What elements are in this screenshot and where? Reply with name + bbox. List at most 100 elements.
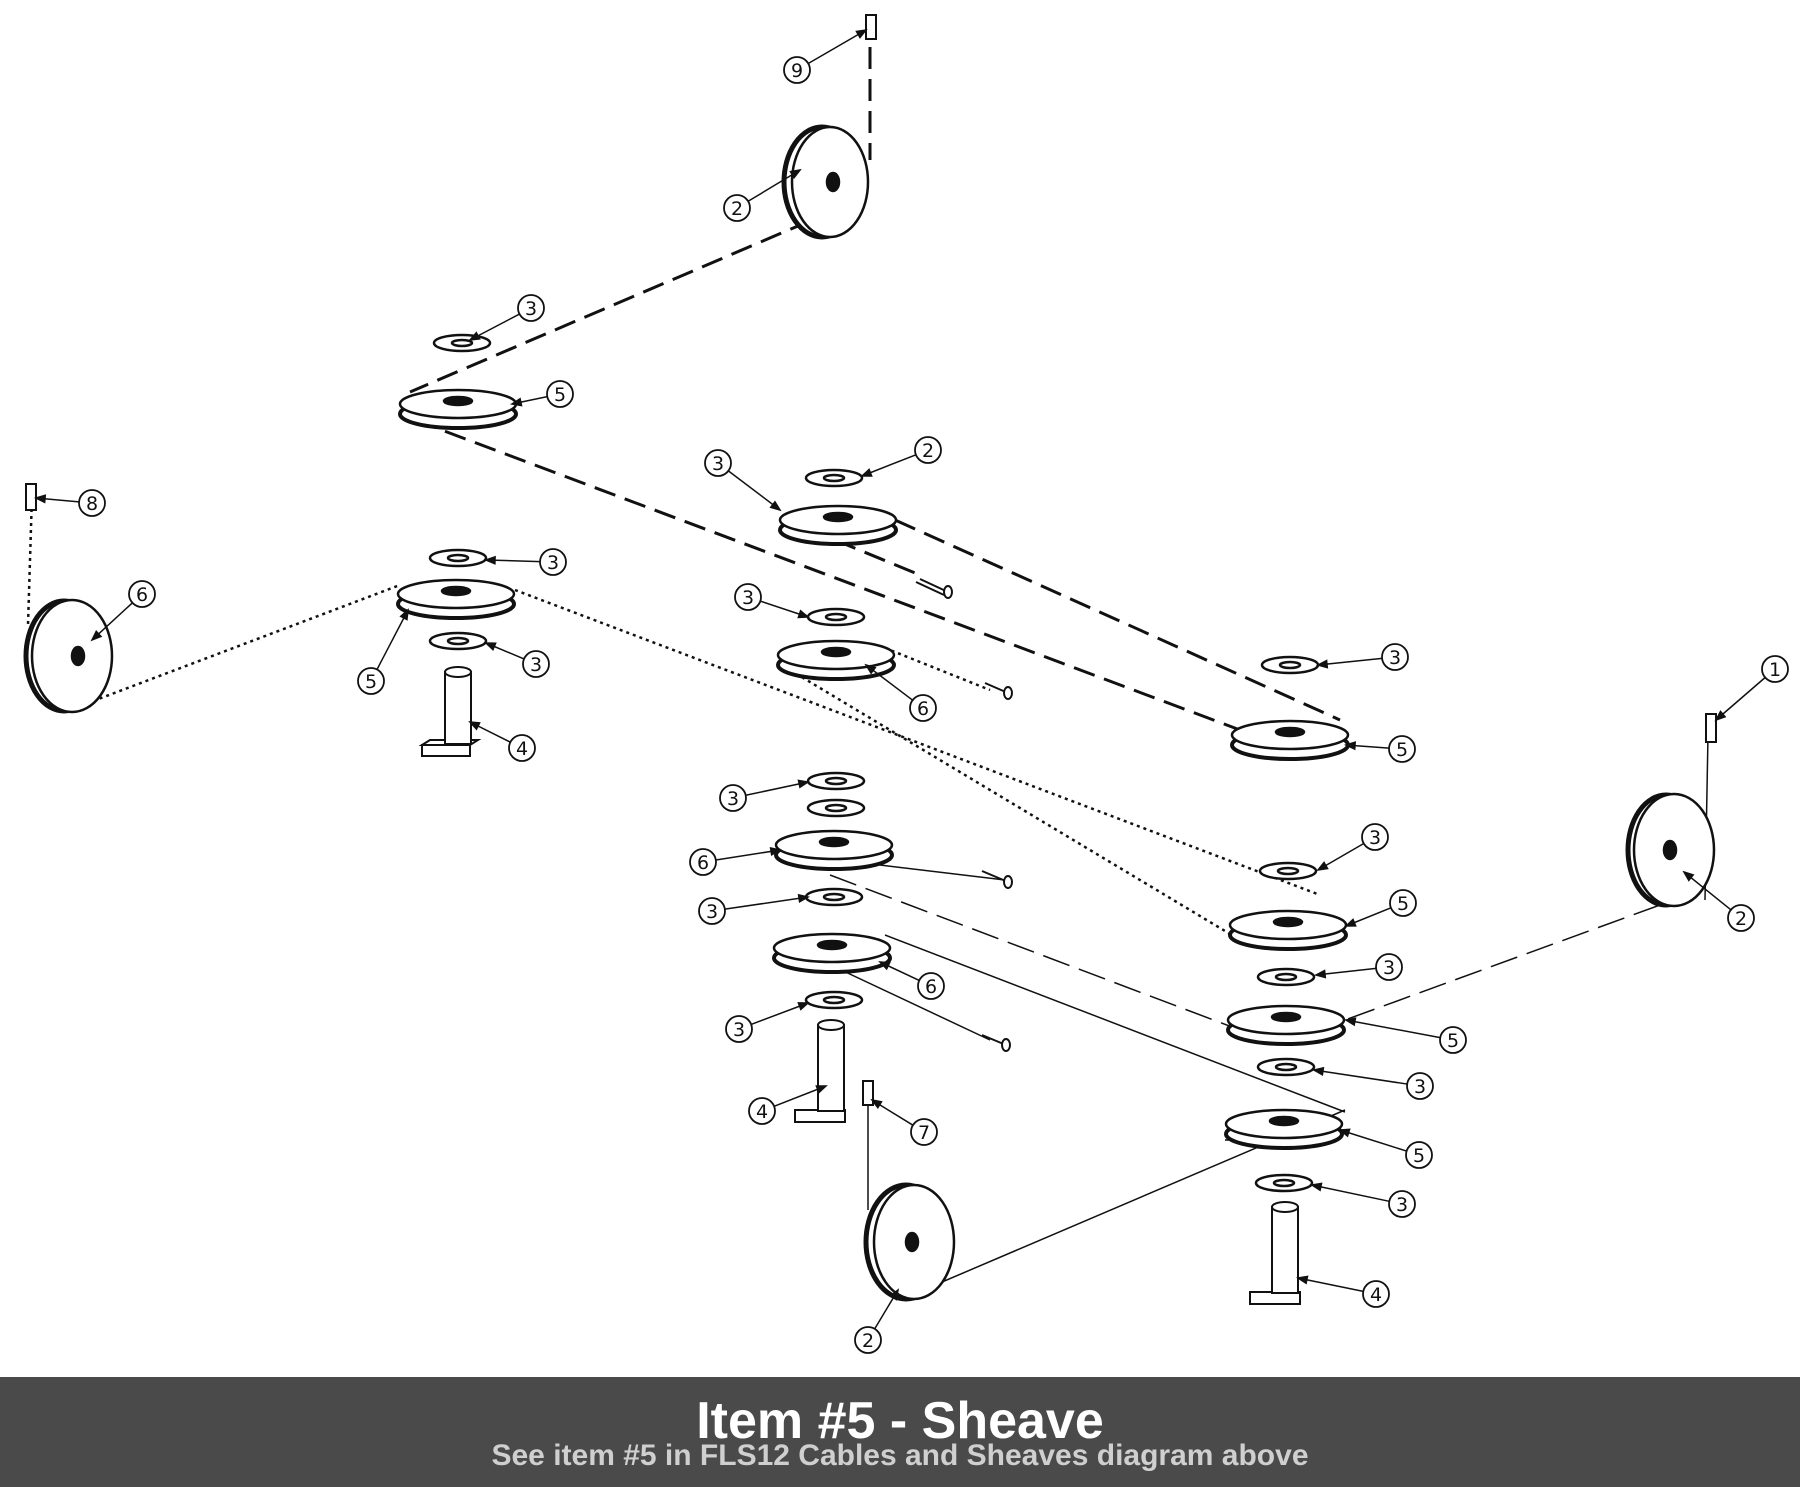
callout-number: 6 — [697, 852, 709, 874]
washer-3 — [1256, 967, 1316, 987]
callout-circle — [1361, 823, 1389, 851]
callout-arrowhead — [468, 331, 481, 341]
callout-arrowhead — [797, 609, 810, 619]
callout-number: 2 — [862, 1330, 874, 1352]
callout-3: 3 — [698, 897, 726, 925]
callout-circle — [508, 734, 536, 762]
callout-arrowhead — [1338, 1128, 1351, 1138]
callout-leader — [1311, 1184, 1390, 1203]
cable-end-fittings — [25, 14, 1717, 1106]
callout-5: 5 — [1389, 889, 1417, 917]
callout-number: 2 — [922, 440, 934, 462]
callout-leader — [1317, 657, 1383, 666]
callout-circle — [917, 972, 945, 1000]
callout-arrowhead — [1313, 969, 1327, 979]
callout-6: 6 — [917, 972, 945, 1000]
callout-number: 9 — [791, 60, 803, 82]
callout-arrowhead — [484, 642, 497, 652]
vertical-sheave-2 — [23, 598, 114, 714]
callout-circle — [910, 1118, 938, 1146]
callout-leader — [745, 781, 809, 797]
callout-arrowhead — [878, 961, 891, 971]
vertical-sheave-2 — [1625, 792, 1716, 908]
washer-3 — [428, 548, 488, 568]
callout-number: 1 — [1769, 659, 1781, 681]
washers — [428, 333, 1320, 1193]
post-4 — [794, 1019, 846, 1123]
callout-circle — [1727, 904, 1755, 932]
callout-3: 3 — [1388, 1190, 1416, 1218]
washer-3 — [432, 333, 492, 353]
callout-5: 5 — [1405, 1141, 1433, 1169]
callout-circle — [1389, 889, 1417, 917]
callout-arrowhead — [483, 555, 496, 565]
horizontal-sheave-5 — [1224, 1108, 1344, 1150]
callout-number: 3 — [727, 788, 739, 810]
callout-number: 5 — [365, 671, 377, 693]
callout-number: 3 — [1383, 957, 1395, 979]
washer-3 — [804, 887, 864, 907]
callout-number: 6 — [925, 976, 937, 998]
callout-3: 3 — [704, 449, 732, 477]
callout-3: 3 — [1381, 643, 1409, 671]
callout-leader — [750, 1002, 809, 1026]
horizontal-sheave-5 — [1230, 719, 1350, 761]
sheave-posts — [418, 666, 1301, 1305]
callout-leaders — [33, 28, 1766, 1330]
callout-arrowhead — [1315, 659, 1329, 669]
callout-arrowhead — [1309, 1182, 1323, 1192]
callout-number: 3 — [706, 901, 718, 923]
callout-number: 5 — [1396, 739, 1408, 761]
callout-circle — [1381, 643, 1409, 671]
callout-leader — [1715, 676, 1766, 721]
callout-2: 2 — [723, 194, 751, 222]
pin — [984, 682, 1013, 700]
callout-leader — [724, 896, 809, 910]
callout-arrowhead — [1344, 918, 1357, 927]
callout-number: 3 — [1389, 647, 1401, 669]
callout-arrowhead — [769, 846, 783, 857]
callout-1: 1 — [1761, 655, 1789, 683]
post-4 — [1249, 1201, 1301, 1305]
callout-number: 5 — [554, 384, 566, 406]
callout-4: 4 — [1362, 1280, 1390, 1308]
callout-number: 6 — [917, 698, 929, 720]
callout-circle — [128, 580, 156, 608]
callout-arrowhead — [1311, 1066, 1325, 1077]
horizontal-sheave-5 — [1226, 1004, 1346, 1046]
vertical-sheave-2 — [863, 1182, 956, 1302]
callout-arrowhead — [1343, 741, 1357, 751]
callout-number: 7 — [918, 1122, 930, 1144]
callout-circle — [1362, 1280, 1390, 1308]
callout-number: 5 — [1397, 893, 1409, 915]
pin — [981, 1034, 1011, 1052]
callout-circle — [723, 194, 751, 222]
callout-circle — [1761, 655, 1789, 683]
washer-3 — [804, 990, 864, 1010]
callout-number: 6 — [136, 584, 148, 606]
callout-circle — [1405, 1141, 1433, 1169]
washer-3 — [1254, 1173, 1314, 1193]
callout-arrowhead — [797, 1002, 810, 1011]
callout-circle — [914, 436, 942, 464]
callout-3: 3 — [734, 583, 762, 611]
callout-circle — [78, 489, 106, 517]
callout-4: 4 — [748, 1097, 776, 1125]
callout-leader — [807, 29, 867, 65]
callout-3: 3 — [719, 784, 747, 812]
callout-number: 3 — [742, 587, 754, 609]
callout-7: 7 — [910, 1118, 938, 1146]
callout-circle — [1375, 953, 1403, 981]
callout-arrowhead — [860, 468, 873, 477]
callout-2: 2 — [1727, 904, 1755, 932]
callout-number: 4 — [756, 1101, 768, 1123]
callout-circle — [1439, 1026, 1467, 1054]
callout-3: 3 — [1406, 1072, 1434, 1100]
callout-circle — [539, 548, 567, 576]
callout-arrowhead — [1316, 861, 1329, 872]
callout-arrowhead — [1682, 870, 1695, 882]
callout-number: 3 — [547, 552, 559, 574]
callout-arrowhead — [1295, 1275, 1309, 1285]
callout-number: 3 — [733, 1019, 745, 1041]
horizontal-sheave-6 — [776, 639, 896, 681]
